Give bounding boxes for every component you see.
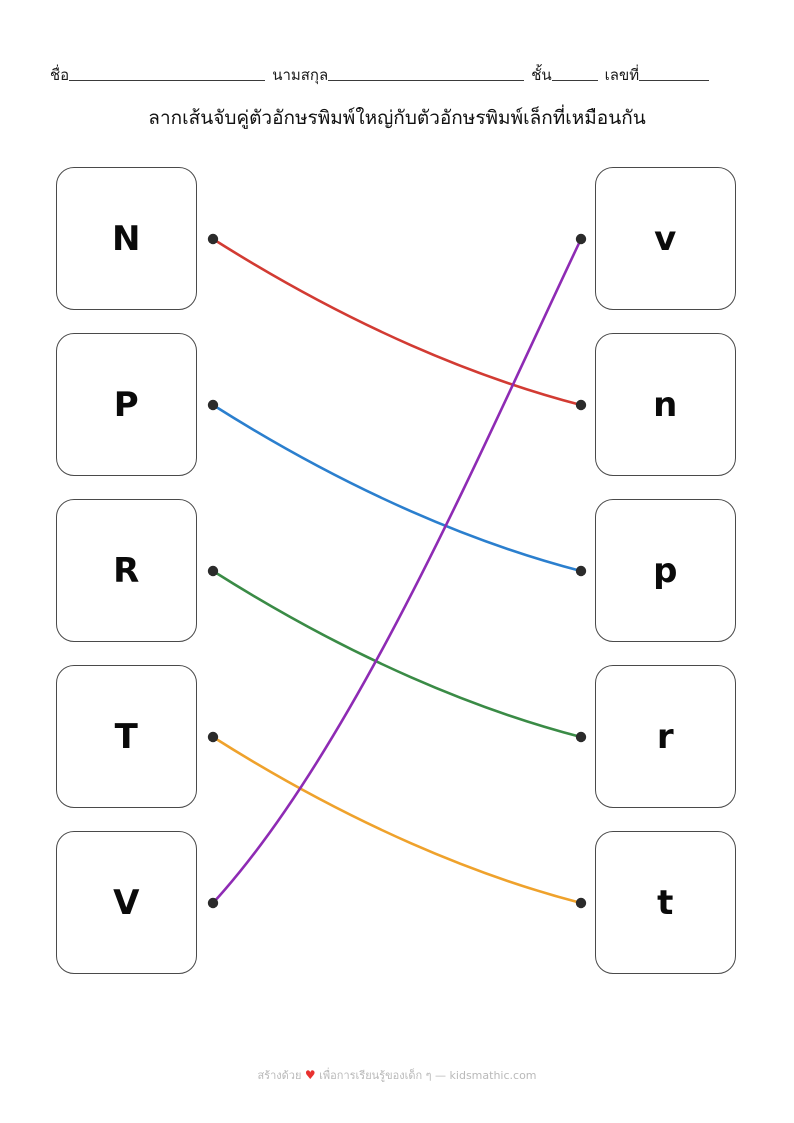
connection-line-T-t[interactable] xyxy=(211,735,583,905)
connection-line-P-p[interactable] xyxy=(211,403,583,573)
card-letter: p xyxy=(653,550,678,591)
card-right-2[interactable]: p xyxy=(595,499,736,642)
link-endpoint-dots xyxy=(207,233,587,909)
connection-line-R-r[interactable] xyxy=(211,569,583,739)
endpoint-dot-start-N[interactable] xyxy=(207,233,219,245)
matching-board: N P R T V v n p r t xyxy=(0,160,794,990)
card-left-1[interactable]: P xyxy=(56,333,197,476)
card-left-3[interactable]: T xyxy=(56,665,197,808)
endpoint-dot-start-R[interactable] xyxy=(207,565,219,577)
card-letter: r xyxy=(656,716,675,757)
card-right-3[interactable]: r xyxy=(595,665,736,808)
connection-line-V-v[interactable] xyxy=(211,237,583,905)
card-right-0[interactable]: v xyxy=(595,167,736,310)
endpoint-dot-start-T[interactable] xyxy=(207,731,219,743)
endpoint-dot-end-V[interactable] xyxy=(575,233,587,245)
endpoint-dot-start-V[interactable] xyxy=(207,897,219,909)
card-letter: N xyxy=(112,218,141,259)
class-label: ชั้น xyxy=(531,66,552,84)
card-letter: R xyxy=(113,550,140,591)
card-letter: v xyxy=(654,218,677,259)
number-label: เลขที่ xyxy=(604,66,640,84)
class-write-line[interactable] xyxy=(551,79,598,81)
lastname-write-line[interactable] xyxy=(328,79,525,81)
card-left-4[interactable]: V xyxy=(56,831,197,974)
card-letter: P xyxy=(113,384,140,425)
number-write-line[interactable] xyxy=(639,79,710,81)
endpoint-dot-end-N[interactable] xyxy=(575,399,587,411)
card-letter: V xyxy=(113,882,140,923)
footer-suffix: เพื่อการเรียนรู้ของเด็ก ๆ — kidsmathic.c… xyxy=(319,1069,537,1082)
card-left-2[interactable]: R xyxy=(56,499,197,642)
link-paths xyxy=(211,237,583,905)
student-info-row: ชื่อ นามสกุล ชั้น เลขที่ xyxy=(50,58,750,84)
footer-credit: สร้างด้วย ♥ เพื่อการเรียนรู้ของเด็ก ๆ — … xyxy=(0,1066,794,1084)
lastname-label: นามสกุล xyxy=(272,66,329,84)
card-letter: t xyxy=(657,882,674,923)
card-letter: T xyxy=(114,716,139,757)
endpoint-dot-end-T[interactable] xyxy=(575,897,587,909)
card-left-0[interactable]: N xyxy=(56,167,197,310)
endpoint-dot-end-P[interactable] xyxy=(575,565,587,577)
name-write-line[interactable] xyxy=(69,79,266,81)
endpoint-dot-start-P[interactable] xyxy=(207,399,219,411)
card-right-1[interactable]: n xyxy=(595,333,736,476)
footer-prefix: สร้างด้วย xyxy=(257,1069,302,1082)
connection-line-N-n[interactable] xyxy=(211,237,583,407)
card-right-4[interactable]: t xyxy=(595,831,736,974)
instruction-title: ลากเส้นจับคู่ตัวอักษรพิมพ์ใหญ่กับตัวอักษ… xyxy=(148,107,646,129)
heart-icon: ♥ xyxy=(304,1068,316,1082)
endpoint-dot-end-R[interactable] xyxy=(575,731,587,743)
name-label: ชื่อ xyxy=(50,66,70,84)
card-letter: n xyxy=(653,384,678,425)
